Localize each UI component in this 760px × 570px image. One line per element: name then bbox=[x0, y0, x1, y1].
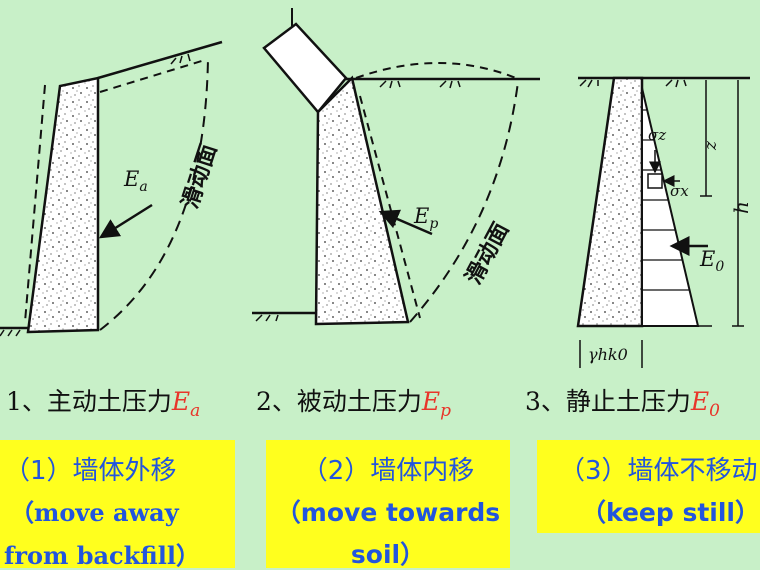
surface-hatch bbox=[379, 80, 461, 89]
slip-surface bbox=[409, 81, 519, 323]
note-line: from backfill） bbox=[4, 541, 200, 568]
note-passive: （2）墙体内移 （move towards soil） bbox=[266, 440, 510, 568]
sigma-z-label: σz bbox=[648, 126, 666, 144]
caption-at-rest: 3、静止土压力E0 bbox=[525, 382, 720, 421]
ground-hatch bbox=[0, 329, 21, 337]
soil-element bbox=[647, 173, 663, 189]
note-active: （1）墙体外移 （move away from backfill） bbox=[0, 440, 235, 568]
note-title: （3）墙体不移动 bbox=[559, 456, 758, 486]
caption-active: 1、主动土压力Ea bbox=[6, 382, 200, 421]
caption-text: 1、主动土压力 bbox=[6, 387, 172, 416]
retaining-wall bbox=[26, 76, 100, 334]
slip-surface-label: 滑动面 bbox=[461, 219, 514, 289]
note-title: （1）墙体外移 bbox=[4, 456, 177, 486]
backfill-surface bbox=[97, 40, 223, 80]
depth-label: z bbox=[701, 140, 721, 151]
height-label: h bbox=[729, 201, 753, 214]
retaining-wall bbox=[576, 76, 644, 328]
note-line: （move towards bbox=[275, 498, 501, 527]
caption-text: 3、静止土压力 bbox=[525, 387, 691, 416]
passive-force-label: Ep bbox=[413, 204, 438, 232]
base-pressure-label: γhk0 bbox=[588, 345, 628, 364]
caption-symbol: Ea bbox=[171, 387, 201, 421]
displaced-wall-outline bbox=[24, 84, 46, 323]
sigma-x-label: σx bbox=[670, 182, 689, 200]
surface-hatch bbox=[579, 79, 687, 88]
at-rest-force-label: E0 bbox=[699, 247, 724, 275]
panel-passive bbox=[252, 8, 540, 326]
slip-surface bbox=[99, 57, 209, 331]
caption-text: 2、被动土压力 bbox=[256, 387, 422, 416]
caption-passive: 2、被动土压力Ep bbox=[256, 382, 451, 421]
note-title: （2）墙体内移 bbox=[301, 456, 475, 486]
slip-surface-label: 滑动面 bbox=[178, 141, 222, 212]
ground-hatch bbox=[255, 314, 279, 322]
displaced-surface bbox=[99, 59, 206, 93]
passive-force-arrow bbox=[378, 209, 433, 236]
caption-symbol: E0 bbox=[690, 387, 720, 421]
active-force-label: Ea bbox=[123, 167, 148, 195]
note-line: （keep still） bbox=[581, 498, 760, 527]
note-line: soil） bbox=[350, 540, 426, 568]
panel-active bbox=[0, 40, 223, 337]
pressure-distribution bbox=[641, 87, 700, 327]
note-at-rest: （3）墙体不移动 （keep still） bbox=[537, 440, 760, 533]
displaced-wall-outline bbox=[359, 95, 421, 319]
note-line: （move away bbox=[10, 498, 179, 527]
heave-outline bbox=[355, 62, 517, 79]
surface-hatch bbox=[170, 53, 191, 65]
retaining-wall bbox=[314, 75, 410, 326]
caption-symbol: Ep bbox=[421, 387, 452, 421]
panel-at-rest bbox=[576, 76, 750, 368]
active-force-arrow bbox=[98, 203, 153, 239]
